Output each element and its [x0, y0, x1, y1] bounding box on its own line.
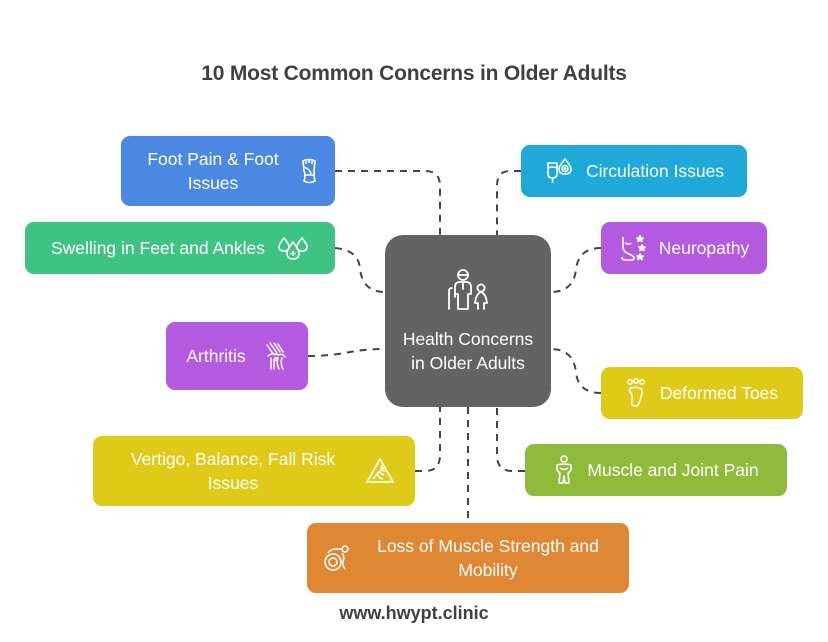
center-node: Health Concerns in Older Adults	[385, 235, 551, 407]
node-label: Foot Pain & Foot Issues	[147, 149, 279, 193]
node-muscle-joint[interactable]: Muscle and Joint Pain	[525, 444, 787, 496]
node-circulation[interactable]: Circulation Issues	[521, 145, 747, 197]
tingling-foot-icon	[619, 233, 647, 263]
body-pain-icon	[553, 455, 575, 485]
node-arthritis[interactable]: Arthritis	[166, 322, 308, 390]
hand-joints-icon	[264, 341, 288, 371]
footer-url: www.hwypt.clinic	[339, 603, 489, 623]
node-label: Swelling in Feet and Ankles	[50, 238, 266, 258]
node-label: Arthritis	[186, 346, 246, 366]
node-label: Muscle and Joint Pain	[587, 460, 759, 480]
blood-circulation-icon	[544, 157, 574, 185]
node-label: Vertigo, Balance, Fall Risk Issues	[130, 449, 336, 493]
node-vertigo[interactable]: Vertigo, Balance, Fall Risk Issues	[93, 436, 415, 506]
node-neuropathy[interactable]: Neuropathy	[601, 222, 767, 274]
water-drops-icon	[277, 235, 309, 261]
fall-warning-icon	[365, 457, 395, 485]
node-deformed-toes[interactable]: Deformed Toes	[601, 367, 803, 419]
node-swelling[interactable]: Swelling in Feet and Ankles	[25, 222, 335, 274]
node-label: Deformed Toes	[659, 383, 779, 403]
center-label: Health Concerns in Older Adults	[402, 329, 534, 373]
node-label: Circulation Issues	[585, 161, 725, 181]
node-foot-pain[interactable]: Foot Pain & Foot Issues	[121, 136, 335, 206]
node-muscle-strength[interactable]: Loss of Muscle Strength and Mobility	[307, 523, 629, 593]
footprint-icon	[626, 378, 648, 408]
node-label: Neuropathy	[658, 238, 750, 258]
node-label: Loss of Muscle Strength and Mobility	[377, 536, 599, 580]
wheelchair-icon	[323, 543, 351, 573]
foot-icon	[300, 158, 318, 184]
diagram-title: 10 Most Common Concerns in Older Adults	[201, 62, 627, 85]
elderly-person-with-child-icon	[443, 267, 493, 323]
